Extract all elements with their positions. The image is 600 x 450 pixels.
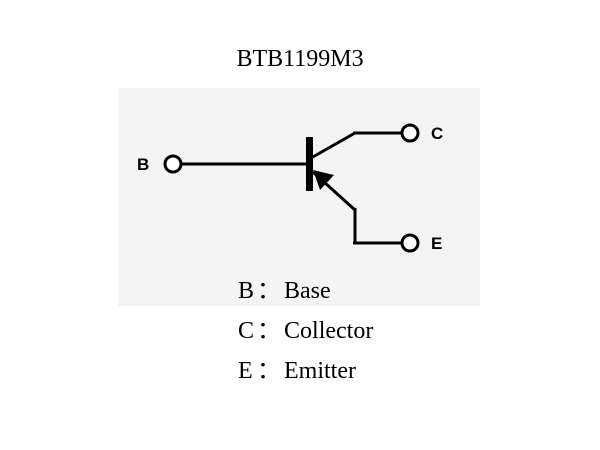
legend-separator: ：	[257, 318, 282, 344]
legend-separator: ：	[257, 278, 282, 304]
legend-separator: ：	[257, 358, 281, 384]
legend-key: B	[238, 278, 255, 304]
pin-legend: B：Base C：Collector E：Emitter	[238, 276, 373, 396]
base-bar	[306, 137, 313, 191]
legend-description: Base	[284, 278, 331, 304]
legend-description: Emitter	[284, 358, 356, 384]
emitter-arrow	[313, 170, 334, 190]
emitter-terminal-label: E	[431, 234, 442, 253]
legend-key: E	[238, 358, 253, 384]
legend-row-collector: C：Collector	[238, 316, 373, 356]
collector-diagonal	[310, 131, 356, 160]
legend-row-base: B：Base	[238, 276, 373, 316]
emitter-terminal	[400, 233, 420, 253]
legend-row-emitter: E：Emitter	[238, 356, 373, 396]
legend-description: Collector	[284, 318, 374, 344]
base-terminal-label: B	[137, 155, 149, 174]
base-terminal	[163, 154, 183, 174]
diagram-panel	[118, 88, 480, 306]
collector-terminal-label: C	[431, 124, 443, 143]
part-number-title: BTB1199M3	[236, 46, 364, 72]
collector-terminal	[400, 123, 420, 143]
legend-key: C	[238, 318, 255, 344]
